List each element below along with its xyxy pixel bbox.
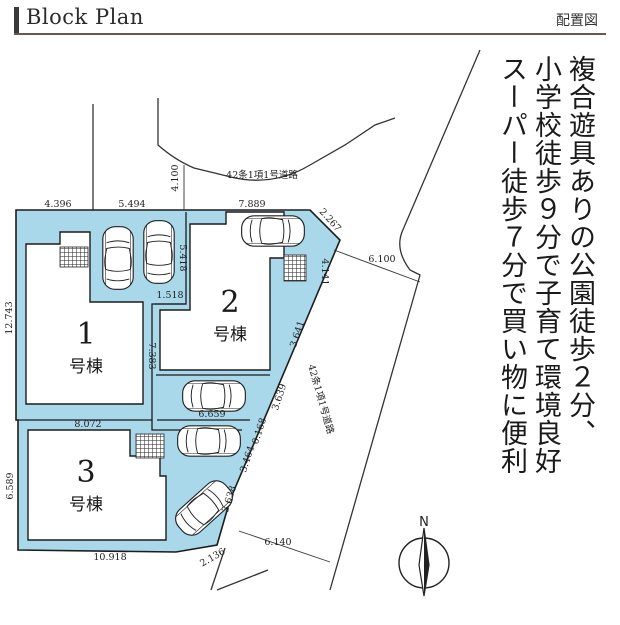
- dim-1518: 1.518: [156, 290, 183, 301]
- road-label-right: 42条1項1号道路: [305, 363, 336, 436]
- building-2-number: 2: [220, 285, 239, 320]
- tagline-line-1: 複合遊具ありの公園徒歩２分、: [564, 55, 595, 447]
- dim-8072: 8.072: [74, 419, 101, 430]
- dim-10918: 10.918: [93, 552, 126, 563]
- dim-4100: 4.100: [170, 164, 181, 191]
- car-icon: [241, 215, 305, 247]
- dim-7889: 7.889: [238, 199, 265, 210]
- compass-north-label: N: [419, 515, 429, 530]
- header: Block Plan 配置図: [0, 0, 620, 40]
- dim-12743: 12.743: [4, 301, 15, 334]
- tagline-line-2: 小学校徒歩９分で子育て環境良好: [530, 55, 561, 475]
- dimension-lines: [183, 165, 421, 563]
- car-icon: [177, 425, 241, 457]
- dim-7383: 7.383: [146, 342, 157, 369]
- dim-5418: 5.418: [177, 244, 188, 271]
- dim-4396: 4.396: [44, 199, 71, 210]
- car-icon: [182, 380, 246, 412]
- dim-5494: 5.494: [118, 199, 145, 210]
- building-1: [25, 231, 144, 405]
- car-icon: [102, 226, 134, 290]
- dim-2136: 2.136: [198, 546, 227, 569]
- road-lines: [92, 49, 481, 591]
- header-divider: [14, 33, 606, 35]
- dim-6100: 6.100: [368, 254, 395, 265]
- building-3-label: 号棟: [69, 495, 103, 515]
- building-3-number: 3: [76, 455, 95, 490]
- dim-6659: 6.659: [198, 409, 225, 420]
- dim-6140: 6.140: [264, 537, 291, 548]
- building-3: [27, 429, 167, 541]
- grid-patch-2: [283, 254, 307, 282]
- building-1-label: 号棟: [69, 357, 103, 377]
- page-title: Block Plan: [26, 5, 144, 29]
- road-label-top: 42条1項1号道路: [226, 169, 298, 181]
- building-2-label: 号棟: [213, 325, 247, 345]
- compass-icon: N: [398, 515, 450, 597]
- page-label: 配置図: [556, 13, 598, 29]
- header-accent-bar: [14, 7, 19, 33]
- dim-6589: 6.589: [5, 472, 16, 499]
- car-icon: [143, 220, 175, 284]
- dim-4141: 4.141: [319, 258, 330, 285]
- grid-patch-3: [135, 433, 165, 459]
- grid-patch-1: [59, 246, 89, 268]
- tagline-line-3: スーパー徒歩７分で買い物に便利: [496, 55, 527, 475]
- building-1-number: 1: [76, 317, 95, 352]
- building-2: [159, 211, 285, 371]
